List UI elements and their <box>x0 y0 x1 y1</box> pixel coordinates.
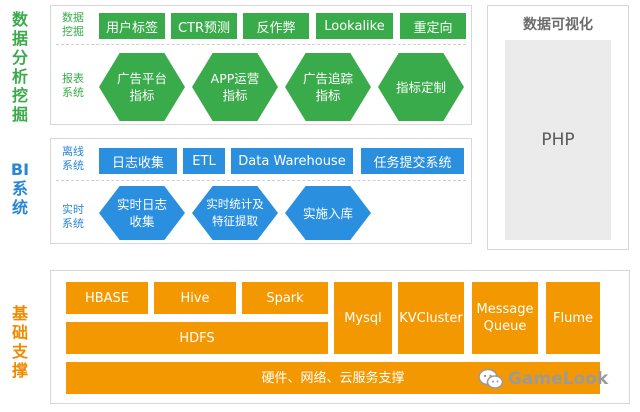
ad-platform-metrics-hex: 广告平台指标 <box>99 53 185 121</box>
mining-row2-label: 报表系统 <box>62 72 84 99</box>
user-tag-box: 用户标签 <box>99 13 165 39</box>
retargeting-box: 重定向 <box>400 13 466 39</box>
realtime-stats-features-label: 实时统计及特征提取 <box>206 197 264 228</box>
watermark: GameLook <box>478 366 628 392</box>
anti-fraud-box: 反作弊 <box>243 13 309 39</box>
spark-box: Spark <box>242 282 328 314</box>
bi-divider <box>56 180 466 181</box>
etl-box: ETL <box>183 148 225 174</box>
hdfs-box: HDFS <box>66 322 328 354</box>
realtime-log-collection-hex: 实时日志收集 <box>99 186 185 240</box>
custom-metrics-hex: 指标定制 <box>378 53 464 121</box>
app-ops-metrics-label: APP运营指标 <box>210 71 260 103</box>
ad-tracking-metrics-label: 广告追踪指标 <box>302 71 353 103</box>
mysql-box: Mysql <box>334 282 392 354</box>
log-collection-box: 日志收集 <box>99 148 177 174</box>
realtime-log-collection-label: 实时日志收集 <box>116 197 167 229</box>
mining-divider <box>56 44 466 45</box>
ad-tracking-metrics-hex: 广告追踪指标 <box>285 53 371 121</box>
mining-section-title: 数据分析挖掘 <box>11 10 28 124</box>
kvcluster-box: KVCluster <box>398 282 464 354</box>
bi-row1-label: 离线系统 <box>62 145 84 172</box>
data-warehouse-box: Data Warehouse <box>231 148 353 174</box>
mining-row1-label: 数据挖掘 <box>62 11 84 38</box>
bi-row2-label: 实时系统 <box>62 203 84 230</box>
flume-box: Flume <box>546 282 600 354</box>
realtime-ingest-hex: 实施入库 <box>285 186 371 240</box>
lookalike-box: Lookalike <box>316 13 393 39</box>
hive-box: Hive <box>154 282 236 314</box>
ctr-prediction-box: CTR预测 <box>171 13 237 39</box>
hbase-box: HBASE <box>66 282 148 314</box>
message-queue-box: Message Queue <box>472 282 538 354</box>
wechat-icon <box>478 368 504 389</box>
custom-metrics-label: 指标定制 <box>395 79 446 95</box>
infrastructure-box: 硬件、网络、云服务支撑 <box>66 362 600 394</box>
realtime-ingest-label: 实施入库 <box>302 205 353 221</box>
php-block: PHP <box>505 40 611 240</box>
viz-section-title: 数据可视化 <box>523 17 593 33</box>
realtime-stats-features-hex: 实时统计及特征提取 <box>192 186 278 240</box>
watermark-text: GameLook <box>508 369 609 389</box>
base-section-title: 基础支撑 <box>11 304 28 380</box>
ad-platform-metrics-label: 广告平台指标 <box>116 71 167 103</box>
task-submission-box: 任务提交系统 <box>361 148 464 174</box>
app-ops-metrics-hex: APP运营指标 <box>192 53 278 121</box>
bi-section-title: BI系统 <box>10 160 30 217</box>
